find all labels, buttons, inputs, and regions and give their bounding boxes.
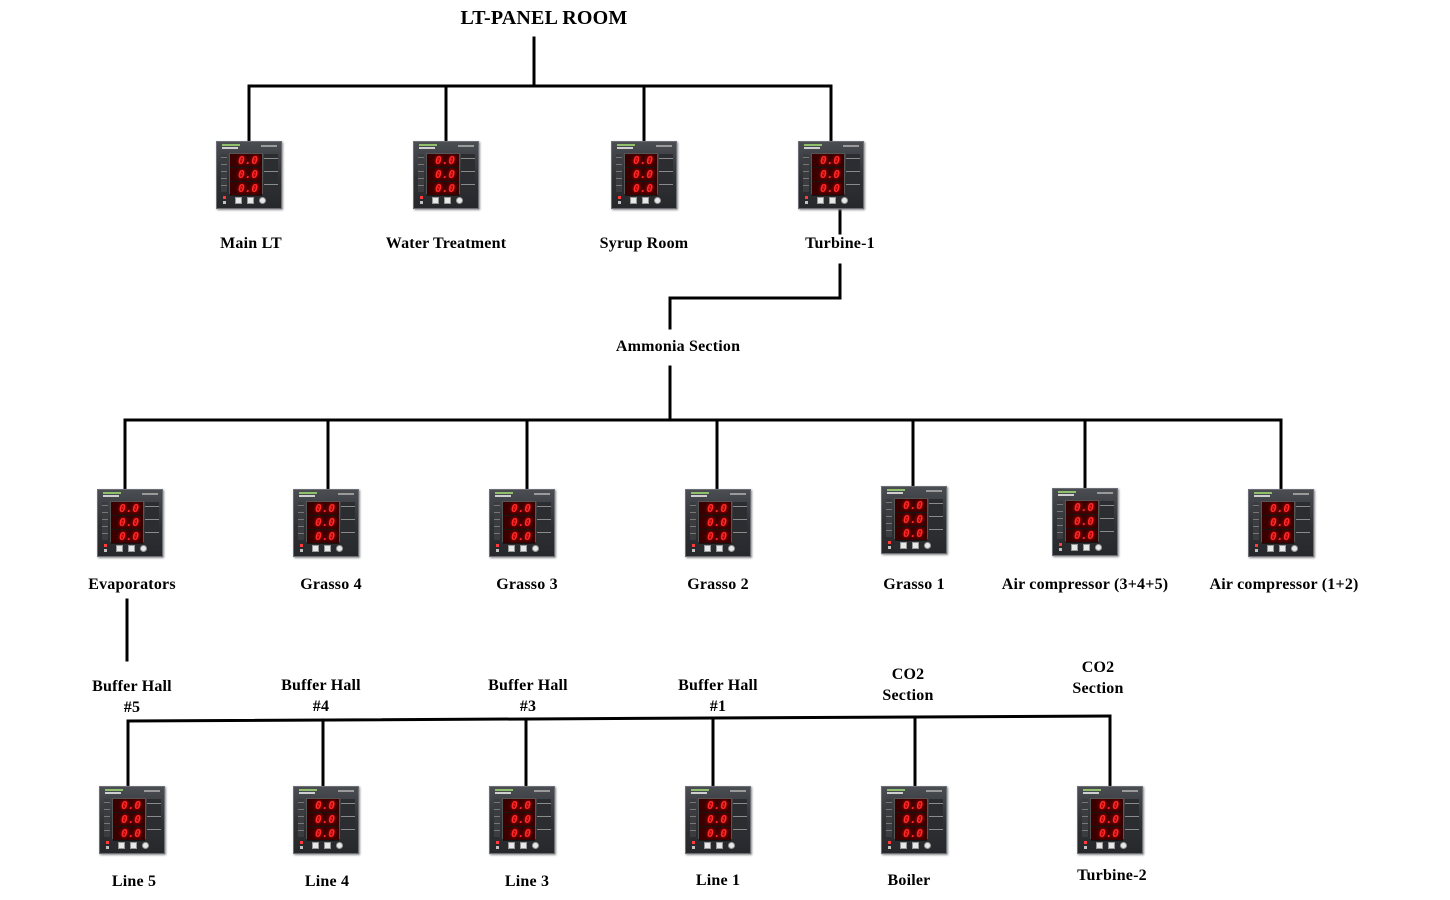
label-buffer-hall-4: Buffer Hall#4 xyxy=(281,677,361,715)
meter-reading: 0.0 xyxy=(812,168,844,182)
label-buffer-hall-3: Buffer Hall#3 xyxy=(488,677,568,715)
meter-reading: 0.0 xyxy=(699,516,731,530)
label-evaporators: Evaporators xyxy=(88,576,176,593)
meter-reading: 0.0 xyxy=(812,182,844,196)
label-line-1: Line 1 xyxy=(695,872,741,889)
meter-reading: 0.0 xyxy=(307,516,339,530)
wire xyxy=(126,714,1112,723)
label-turbine-1: Turbine-1 xyxy=(805,235,875,252)
meter-reading: 0.0 xyxy=(895,799,927,813)
meter-reading: 0.0 xyxy=(111,530,143,544)
meter-reading: 0.0 xyxy=(1066,501,1098,515)
meter-reading: 0.0 xyxy=(699,530,731,544)
label-buffer-hall-5: Buffer Hall#5 xyxy=(92,678,172,716)
meter-reading: 0.0 xyxy=(1262,502,1294,516)
label-air-compressor-12: Air compressor (1+2) xyxy=(1209,576,1359,593)
label-syrup-room: Syrup Room xyxy=(599,235,689,252)
meter-reading: 0.0 xyxy=(113,799,145,813)
label-line-4: Line 4 xyxy=(304,873,350,890)
meter-reading: 0.0 xyxy=(1262,530,1294,544)
meter-reading: 0.0 xyxy=(111,516,143,530)
meter-reading: 0.0 xyxy=(230,168,262,182)
meter-reading: 0.0 xyxy=(503,516,535,530)
meter-reading: 0.0 xyxy=(307,502,339,516)
meter-reading: 0.0 xyxy=(625,182,657,196)
meter-reading: 0.0 xyxy=(113,827,145,841)
meter-reading: 0.0 xyxy=(230,154,262,168)
meter-reading: 0.0 xyxy=(1262,516,1294,530)
meter-reading: 0.0 xyxy=(1091,799,1123,813)
label-boiler: Boiler xyxy=(887,872,931,889)
meter-reading: 0.0 xyxy=(503,530,535,544)
meter-reading: 0.0 xyxy=(503,799,535,813)
meter-reading: 0.0 xyxy=(1066,515,1098,529)
label-air-compressor-345: Air compressor (3+4+5) xyxy=(1001,576,1169,593)
label-line-3: Line 3 xyxy=(504,873,550,890)
label-water-treatment: Water Treatment xyxy=(385,235,507,252)
label-line-5: Line 5 xyxy=(111,873,157,890)
meter-reading: 0.0 xyxy=(427,154,459,168)
meter-reading: 0.0 xyxy=(699,827,731,841)
label-turbine-2: Turbine-2 xyxy=(1077,867,1147,884)
label-main-lt: Main LT xyxy=(220,235,282,252)
label-grasso-4: Grasso 4 xyxy=(300,576,362,593)
meter-reading: 0.0 xyxy=(503,502,535,516)
meter-reading: 0.0 xyxy=(111,502,143,516)
meter-reading: 0.0 xyxy=(625,168,657,182)
meter-reading: 0.0 xyxy=(812,154,844,168)
diagram-title: LT-PANEL ROOM xyxy=(460,7,628,29)
label-grasso-2: Grasso 2 xyxy=(687,576,749,593)
meter-reading: 0.0 xyxy=(895,527,927,541)
meter-reading: 0.0 xyxy=(113,813,145,827)
meter-reading: 0.0 xyxy=(230,182,262,196)
meter-reading: 0.0 xyxy=(895,813,927,827)
meter-reading: 0.0 xyxy=(427,168,459,182)
meter-reading: 0.0 xyxy=(699,502,731,516)
meter-reading: 0.0 xyxy=(895,499,927,513)
label-ammonia-section: Ammonia Section xyxy=(615,338,741,355)
meter-reading: 0.0 xyxy=(1091,827,1123,841)
meter-reading: 0.0 xyxy=(307,799,339,813)
label-buffer-hall-1: Buffer Hall#1 xyxy=(678,677,758,715)
label-grasso-1: Grasso 1 xyxy=(883,576,945,593)
meter-reading: 0.0 xyxy=(427,182,459,196)
meter-reading: 0.0 xyxy=(699,799,731,813)
meter-reading: 0.0 xyxy=(895,827,927,841)
meter-reading: 0.0 xyxy=(307,827,339,841)
meter-reading: 0.0 xyxy=(307,813,339,827)
meter-reading: 0.0 xyxy=(1091,813,1123,827)
meter-reading: 0.0 xyxy=(503,827,535,841)
meter-reading: 0.0 xyxy=(1066,529,1098,543)
meter-reading: 0.0 xyxy=(503,813,535,827)
meter-reading: 0.0 xyxy=(699,813,731,827)
meter-reading: 0.0 xyxy=(895,513,927,527)
label-grasso-3: Grasso 3 xyxy=(496,576,558,593)
meter-reading: 0.0 xyxy=(625,154,657,168)
meter-reading: 0.0 xyxy=(307,530,339,544)
